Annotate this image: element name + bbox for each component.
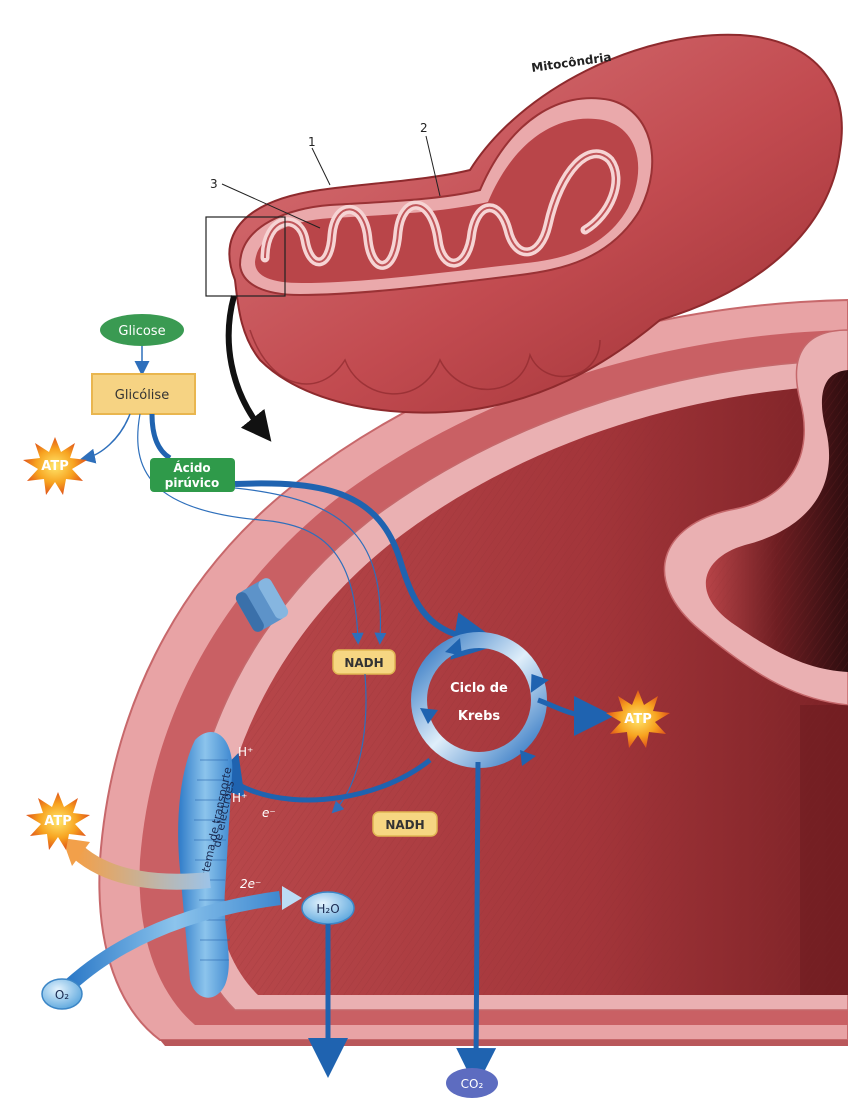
glicose-label: Glicose [118,324,165,339]
acido-piruvico: Ácido pirúvico [150,458,235,492]
h2o-label: H₂O [316,902,339,916]
o2-label: O₂ [55,988,69,1002]
glicolise-label: Glicólise [115,388,169,403]
label-line-1 [312,148,330,185]
acido-label-1: Ácido [173,460,210,475]
two-electrons-label: 2e⁻ [240,877,261,891]
label-2: 2 [420,121,428,135]
label-1: 1 [308,135,316,149]
h-plus-1: H⁺ [238,745,253,759]
nadh-label-1: NADH [344,656,383,670]
nadh-label-2: NADH [385,818,424,832]
krebs-to-co2-arrow [476,762,478,1068]
nadh-box-2: NADH [373,812,437,836]
atp-label-2: ATP [624,712,651,727]
h2o-pill: H₂O [302,892,354,924]
acido-label-2: pirúvico [165,476,219,490]
atp-label-3: ATP [44,814,71,829]
atp-burst-1: ATP [23,437,87,495]
label-3: 3 [210,177,218,191]
krebs-label-2: Krebs [458,709,501,724]
nadh-box-1: NADH [333,650,395,674]
krebs-label-1: Ciclo de [450,681,508,696]
atp-label-1: ATP [41,459,68,474]
o2-pill: O₂ [42,979,82,1009]
co2-label: CO₂ [461,1077,484,1091]
electron-label: e⁻ [262,806,276,820]
co2-pill: CO₂ [446,1068,498,1098]
